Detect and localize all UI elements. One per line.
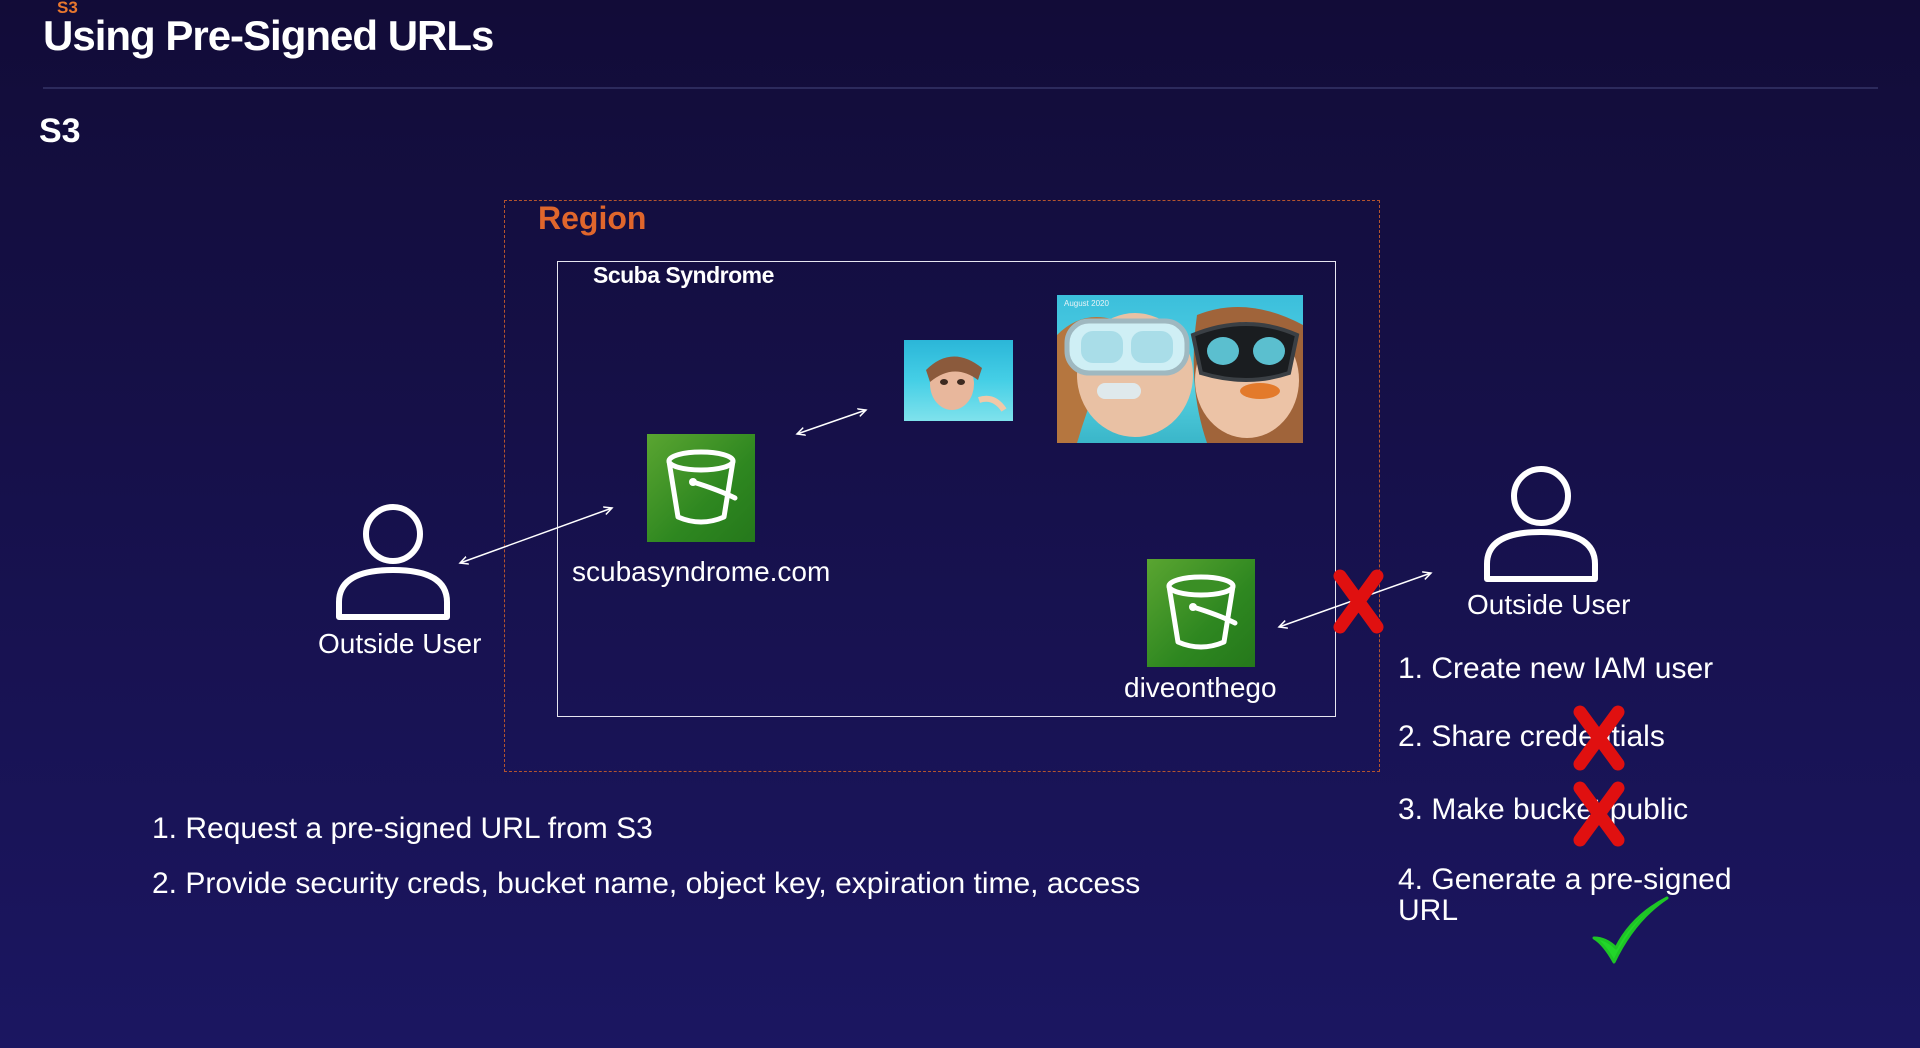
right-step: 1. Create new IAM user	[1398, 652, 1714, 685]
user-label: Outside User	[318, 628, 482, 659]
left-step: 1. Request a pre-signed URL from S3	[152, 812, 653, 845]
user-label: Outside User	[1467, 589, 1631, 620]
bucket-label: diveonthego	[1124, 672, 1277, 703]
region-boundary	[504, 200, 1380, 772]
photo-caption: August 2020	[1064, 299, 1109, 308]
scuba-photo-thumbnail	[904, 340, 1013, 421]
region-label: Region	[538, 200, 647, 236]
slide-title: Using Pre-Signed URLs	[43, 12, 494, 59]
right-step: 2. Share credentials	[1398, 720, 1665, 753]
slide-eyebrow: S3	[57, 0, 78, 17]
section-label: S3	[39, 112, 81, 150]
right-step: 3. Make bucket public	[1398, 793, 1689, 826]
account-boundary	[557, 261, 1336, 717]
title-divider	[43, 87, 1878, 89]
left-step: 2. Provide security creds, bucket name, …	[152, 867, 1141, 900]
s3-bucket-icon	[647, 434, 755, 542]
user-icon	[334, 504, 452, 620]
account-label: Scuba Syndrome	[593, 262, 774, 288]
user-icon	[1482, 466, 1600, 582]
s3-bucket-icon	[1147, 559, 1255, 667]
scuba-photo	[1057, 295, 1303, 443]
bucket-label: scubasyndrome.com	[572, 556, 831, 587]
right-step: 4. Generate a pre-signed URL	[1398, 863, 1732, 927]
